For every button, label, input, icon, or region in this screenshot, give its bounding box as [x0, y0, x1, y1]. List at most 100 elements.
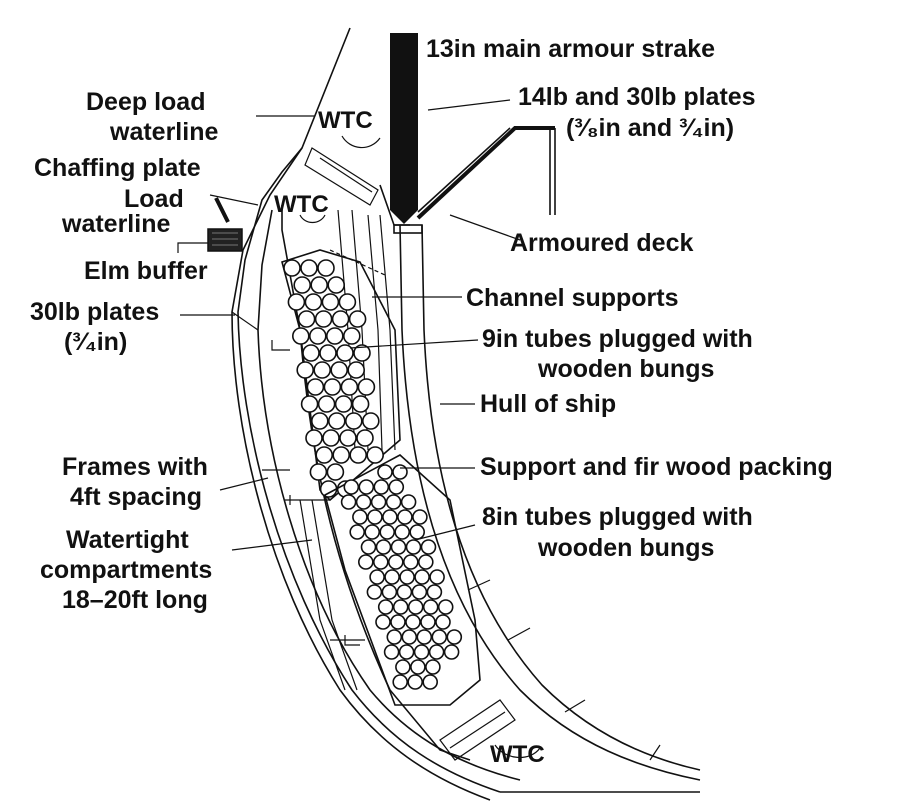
- label-support-packing: Support and fir wood packing: [480, 453, 833, 481]
- label-9in-tubes: 9in tubes plugged with: [482, 325, 753, 353]
- tube-stack-9in-outline: [281, 249, 401, 502]
- frame-crossline: [467, 579, 491, 591]
- tube-circle: [325, 327, 344, 345]
- tube-circle: [339, 429, 357, 447]
- tube-circle: [340, 494, 357, 510]
- tube-circle: [422, 674, 439, 690]
- label-elm-buffer: Elm buffer: [84, 257, 208, 285]
- elm-buffer: [207, 228, 243, 252]
- armoured-deck-underside: [417, 127, 511, 213]
- tube-circle: [357, 554, 374, 570]
- tube-circle: [364, 524, 381, 540]
- tube-circle: [369, 569, 385, 585]
- wtc-arc: [299, 214, 326, 224]
- tube-circle: [308, 327, 327, 345]
- tube-circle: [392, 599, 409, 615]
- tube-circle: [360, 539, 377, 555]
- tube-circle: [375, 614, 391, 630]
- tube-circle: [431, 629, 448, 645]
- tube-circle: [334, 395, 353, 413]
- wtc-box-top-inner: [319, 157, 373, 193]
- channel-support: [299, 499, 346, 691]
- tube-circle: [351, 395, 370, 413]
- tube-circle: [349, 524, 366, 540]
- label-chaffing-plate: Chaffing plate: [34, 154, 201, 182]
- tube-circle: [413, 644, 430, 660]
- tube-circle: [321, 293, 340, 311]
- tube-circle: [327, 276, 346, 294]
- tube-circle: [327, 412, 346, 430]
- tube-circle: [412, 509, 428, 525]
- tube-circle: [330, 361, 349, 379]
- label-hull-of-ship: Hull of ship: [480, 390, 616, 418]
- tube-circle: [407, 674, 424, 690]
- tube-circle: [390, 614, 406, 630]
- tube-circle: [383, 644, 400, 660]
- label-8in-tubes: 8in tubes plugged with: [482, 503, 753, 531]
- tube-circle: [420, 614, 436, 630]
- tube-circle: [410, 659, 426, 675]
- label-8in-tubes-2: wooden bungs: [537, 534, 714, 562]
- tube-circle: [428, 644, 445, 660]
- tube-circle: [411, 584, 428, 600]
- tube-circle: [300, 259, 318, 277]
- tube-circle: [306, 378, 325, 396]
- tubes-9in-group: [283, 259, 385, 498]
- tube-circle: [437, 599, 454, 615]
- label-deep-load-waterline: Deep load: [86, 88, 205, 116]
- label-watertight-compartments-3: 18–20ft long: [62, 586, 208, 614]
- label-watertight-compartments: Watertight: [66, 526, 189, 554]
- tube-circle: [310, 276, 329, 294]
- tube-circle: [313, 361, 332, 379]
- outer-hull-shell: [231, 27, 491, 801]
- label-wtc-top: WTC: [318, 107, 373, 134]
- tube-circle: [305, 429, 323, 447]
- wtc-box-top: [304, 147, 379, 206]
- tube-circle: [420, 539, 437, 555]
- labels: 13in main armour strake 14lb and 30lb pl…: [30, 35, 833, 768]
- tube-circle: [377, 599, 394, 615]
- tube-circle: [326, 463, 345, 481]
- tube-circle: [372, 554, 389, 570]
- tube-circle: [373, 479, 390, 495]
- tube-circle: [398, 644, 415, 660]
- inner-hull-line: [399, 224, 701, 781]
- label-load-waterline: Load: [124, 185, 184, 213]
- tube-circle: [397, 509, 413, 525]
- channel-support: [311, 499, 358, 691]
- tube-circle: [322, 429, 340, 447]
- compartment-wall: [281, 205, 471, 761]
- tube-circle: [416, 629, 433, 645]
- chaffing-plate-marker: [214, 197, 230, 223]
- armour-assembly: [379, 33, 556, 234]
- tube-circle: [443, 644, 460, 660]
- leader-line: [414, 524, 476, 541]
- tube-circle: [343, 479, 360, 495]
- tube-circle: [297, 310, 316, 328]
- leader-line: [427, 99, 511, 111]
- tube-circle: [293, 276, 312, 294]
- tube-circle: [352, 509, 368, 525]
- frame-hook: [271, 340, 290, 351]
- tube-circle: [361, 412, 380, 430]
- tube-circle: [367, 509, 383, 525]
- tube-circle: [402, 554, 419, 570]
- tube-circle: [422, 599, 439, 615]
- tube-circle: [296, 361, 315, 379]
- label-armoured-deck: Armoured deck: [510, 229, 693, 257]
- tube-circle: [319, 344, 337, 362]
- hull-structure: [231, 27, 701, 801]
- tube-circle: [405, 539, 422, 555]
- label-load-waterline-2: waterline: [61, 210, 170, 238]
- wtc-box-bottom-inner: [449, 711, 506, 749]
- tube-circle: [332, 446, 351, 464]
- tube-stack-9in-dash: [329, 249, 386, 276]
- tube-circle: [390, 539, 407, 555]
- tube-circle: [384, 569, 400, 585]
- tube-circle: [396, 584, 413, 600]
- leader-lines: [177, 99, 521, 551]
- chaffing-plate-layer: [237, 147, 501, 793]
- tube-circle: [336, 344, 354, 362]
